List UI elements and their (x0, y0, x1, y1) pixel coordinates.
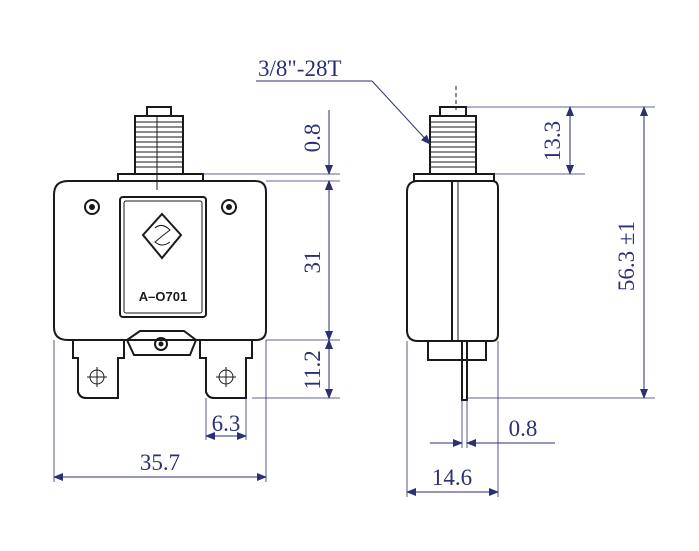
terminal-hole-icon (87, 367, 107, 387)
threaded-stem-front (117, 106, 204, 190)
collar-dimension-label: 0.8 (300, 124, 325, 153)
thread-spec-label: 3/8"-28T (258, 56, 342, 81)
logo-icon (141, 212, 183, 260)
front-view: A–O701 (53, 106, 267, 399)
mounting-hole-icon (84, 199, 100, 215)
terminal-blade-side (461, 340, 468, 401)
overall-height-label: 56.3 ±1 (614, 221, 639, 291)
stem-height-label: 13.3 (540, 121, 565, 161)
bottom-boss (125, 330, 198, 356)
dimension-lines (53, 80, 655, 497)
terminal-right (199, 340, 253, 399)
terminal-height-label: 11.2 (300, 350, 325, 389)
part-label: A–O701 (139, 289, 187, 304)
terminal-left (72, 340, 125, 399)
body-height-label: 31 (300, 251, 325, 274)
side-view (406, 86, 499, 401)
breaker-body-side (406, 180, 499, 342)
overall-width-label: 35.7 (140, 450, 180, 475)
terminal-thickness-label: 0.8 (509, 416, 538, 441)
dimension-labels: 3/8"-28T 0.8 31 11.2 6.3 35.7 13.3 56.3 … (140, 56, 639, 490)
threaded-stem-side (413, 106, 495, 182)
side-width-label: 14.6 (432, 465, 472, 490)
mounting-hole-icon (221, 199, 237, 215)
breaker-body-front (53, 180, 267, 341)
terminal-width-label: 6.3 (212, 411, 241, 436)
terminal-hole-icon (216, 367, 236, 387)
label-plate (119, 196, 207, 318)
